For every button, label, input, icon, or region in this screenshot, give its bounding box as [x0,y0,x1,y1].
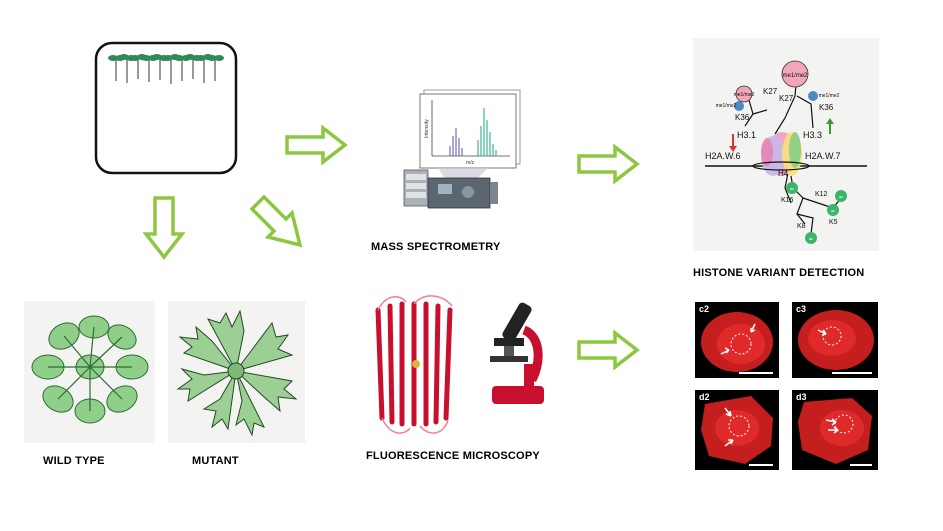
spectrum-plot: Intensity m/z [424,100,510,166]
micrograph-c3: c3 [792,302,878,378]
arrow-down-to-wildtype [143,196,185,260]
caption-wild-type: WILD TYPE [43,455,105,467]
k27-left-label: K27 [763,87,778,96]
k12-label: K12 [815,191,828,198]
micrograph-c2: c2 [695,302,779,378]
mod-right-label: me1/me2 [819,93,840,99]
caption-mutant: MUTANT [192,455,239,467]
arrow-diagonal-to-mutant [249,194,303,248]
k5-label: K5 [829,219,838,226]
up-arrow-icon [826,118,834,124]
k8-label: K8 [797,223,806,230]
down-arrow-icon [729,146,737,152]
spectrum-ylabel: Intensity [424,119,430,138]
micrograph-d2: d2 [695,390,779,470]
seedlings [115,59,216,84]
mutant-plant [176,309,298,437]
ac-label-2: ac [839,194,843,199]
mass-spectrometer-illustration: Intensity m/z [403,89,521,209]
h4-label: H4 [778,169,789,178]
wild-type-plant [31,315,149,424]
h3-1-label: H3.1 [737,130,756,140]
spectrum-xlabel: m/z [466,160,475,166]
arrow-right-to-histone [577,144,640,184]
micrograph-d3: d3 [792,390,878,470]
micrograph-d2-label: d2 [699,392,710,402]
k36-left-label: K36 [735,113,750,122]
arrow-right-to-microscopy [577,330,640,370]
arrow-right-to-ms [285,125,348,165]
mod-left-label-1: me1/me2 [734,92,755,98]
ac-label-1: ac [790,186,794,191]
ac-label-3: ac [831,208,835,213]
k36-right-label: K36 [819,103,834,112]
h2aw6-label: H2A.W.6 [705,151,741,161]
caption-mass-spectrometry: MASS SPECTROMETRY [371,241,501,253]
h2aw7-label: H2A.W.7 [805,151,841,161]
micrograph-c2-label: c2 [699,304,710,314]
fluorescent-protein-illustration [375,295,453,434]
mod-left-label-2: me1/me2 [716,103,737,109]
caption-fluorescence-microscopy: FLUORESCENCE MICROSCOPY [366,450,540,462]
histone-diagram: me1/me2 me1/me2 me1/me2 me1/me2 K27 K27 … [705,60,867,244]
h3-3-label: H3.3 [803,130,822,140]
seedling-tray [94,41,238,175]
ac-label-4: ac [809,236,813,241]
mod-top-label: me1/me2 [782,73,808,79]
k27-top-label: K27 [779,94,794,103]
k16-label: K16 [781,197,794,204]
micrograph-d3-label: d3 [796,392,807,402]
caption-histone-variant-detection: HISTONE VARIANT DETECTION [693,267,865,279]
microscope-icon [490,302,544,404]
micrograph-c3-label: c3 [796,304,807,314]
